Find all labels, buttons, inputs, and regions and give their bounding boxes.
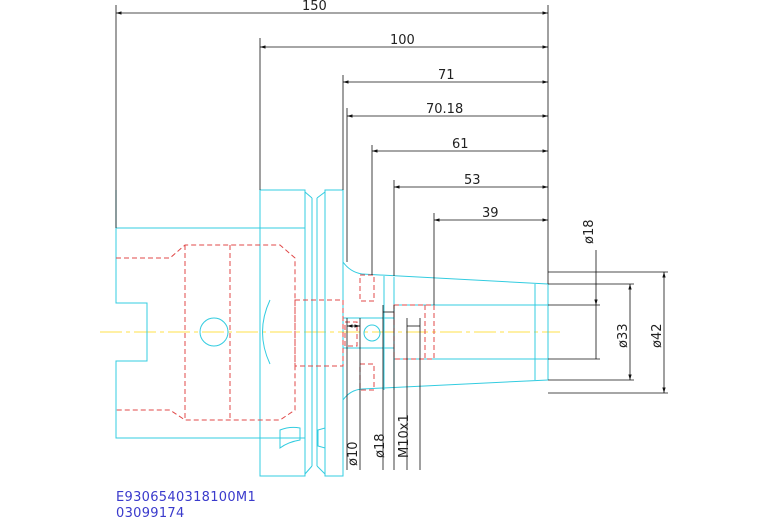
part-code: E9306540318100M1 <box>116 490 257 505</box>
dim-dia18-top: ø18 <box>582 220 597 245</box>
dim-100: 100 <box>390 33 415 48</box>
dim-71: 71 <box>438 68 455 83</box>
dim-39: 39 <box>482 206 499 221</box>
hidden-lines <box>116 244 435 421</box>
dim-dia10: ø10 <box>346 442 361 467</box>
dim-dia33: ø33 <box>616 324 631 349</box>
dim-70-18: 70.18 <box>426 102 463 117</box>
dim-53: 53 <box>464 173 481 188</box>
dim-61: 61 <box>452 137 469 152</box>
dim-thread: M10x1 <box>397 414 412 458</box>
part-number: 03099174 <box>116 506 185 521</box>
dimension-lines <box>115 5 668 470</box>
tool-holder-outline <box>115 189 549 477</box>
dim-dia18-bottom: ø18 <box>373 434 388 459</box>
dim-dia42: ø42 <box>650 324 665 349</box>
dim-150: 150 <box>302 0 327 14</box>
